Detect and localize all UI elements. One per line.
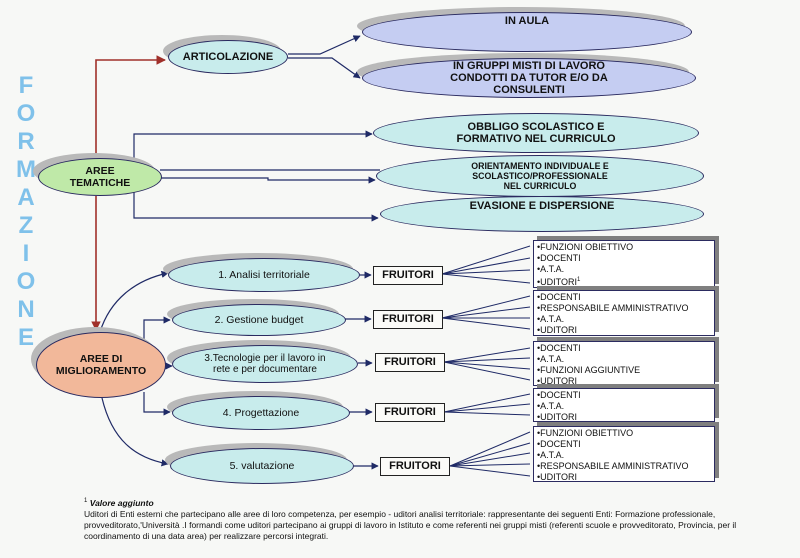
list-item: A.T.A.	[537, 450, 714, 461]
footnote-title: Valore aggiunto	[89, 497, 154, 508]
users-box-3: DOCENTI A.T.A. FUNZIONI AGGIUNTIVE UDITO…	[533, 341, 715, 386]
list-item: DOCENTI	[537, 253, 714, 264]
list-item: UDITORI	[537, 325, 714, 336]
node-in-aula: IN AULA	[362, 12, 692, 52]
vertical-title-letter: Z	[18, 212, 34, 239]
users-box-2: DOCENTI RESPONSABILE AMMINISTRATIVO A.T.…	[533, 290, 715, 336]
node-orientamento: ORIENTAMENTO INDIVIDUALE E SCOLASTICO/PR…	[376, 155, 704, 197]
list-item: FUNZIONI OBIETTIVO	[537, 242, 714, 253]
footnote: 1 Valore aggiunto Uditori di Enti estern…	[84, 496, 789, 542]
area-4-progettazione: 4. Progettazione	[172, 396, 350, 430]
node-aree-tematiche: AREE TEMATICHE	[38, 158, 162, 196]
node-evasione: EVASIONE E DISPERSIONE	[380, 196, 704, 232]
list-item: A.T.A.	[537, 264, 714, 275]
vertical-title-letter: A	[17, 184, 35, 211]
vertical-title-letter: E	[17, 324, 34, 351]
area-1-analisi: 1. Analisi territoriale	[168, 258, 360, 292]
node-aree-miglioramento: AREE DI MIGLIORAMENTO	[36, 332, 166, 398]
node-articolazione: ARTICOLAZIONE	[168, 40, 288, 74]
area-3-tecnologie: 3.Tecnologie per il lavoro in rete e per…	[172, 345, 358, 383]
area-5-valutazione: 5. valutazione	[170, 448, 354, 484]
fruitori-3: FRUITORI	[375, 353, 445, 372]
footnote-marker: 1	[577, 277, 581, 283]
vertical-title-letter: O	[16, 100, 36, 127]
footnote-marker: 1	[84, 498, 88, 504]
list-item: A.T.A.	[537, 314, 714, 325]
list-item: FUNZIONI OBIETTIVO	[537, 428, 714, 439]
list-item: RESPONSABILE AMMINISTRATIVO	[537, 461, 714, 472]
list-item: A.T.A.	[537, 354, 714, 365]
vertical-title-letter: M	[16, 156, 36, 183]
list-item: DOCENTI	[537, 292, 714, 303]
users-box-1: FUNZIONI OBIETTIVO DOCENTI A.T.A. UDITOR…	[533, 240, 715, 288]
area-2-budget: 2. Gestione budget	[172, 304, 346, 336]
vertical-title-letter: I	[22, 240, 30, 267]
list-item: FUNZIONI AGGIUNTIVE	[537, 365, 714, 376]
fruitori-4: FRUITORI	[375, 403, 445, 422]
vertical-title-letter: O	[16, 268, 36, 295]
fruitori-5: FRUITORI	[380, 457, 450, 476]
list-item: A.T.A.	[537, 401, 714, 412]
users-box-5: FUNZIONI OBIETTIVO DOCENTI A.T.A. RESPON…	[533, 426, 715, 482]
footnote-text: Uditori di Enti esterni che partecipano …	[84, 508, 737, 541]
node-obbligo: OBBLIGO SCOLASTICO E FORMATIVO NEL CURRI…	[373, 113, 699, 153]
list-item: UDITORI	[537, 472, 714, 483]
list-item: UDITORI	[537, 376, 714, 387]
node-gruppi-misti: IN GRUPPI MISTI DI LAVORO CONDOTTI DA TU…	[362, 58, 696, 98]
list-item: UDITORI	[537, 412, 714, 423]
vertical-title-letter: R	[17, 128, 35, 155]
list-item: DOCENTI	[537, 390, 714, 401]
users-box-4: DOCENTI A.T.A. UDITORI	[533, 388, 715, 422]
list-item: DOCENTI	[537, 439, 714, 450]
vertical-title-letter: F	[18, 72, 34, 99]
arrow-to-articolazione	[95, 55, 166, 158]
vertical-title-letter: N	[17, 296, 35, 323]
list-item: RESPONSABILE AMMINISTRATIVO	[537, 303, 714, 314]
fruitori-2: FRUITORI	[373, 310, 443, 329]
fruitori-1: FRUITORI	[373, 266, 443, 285]
list-item: UDITORI1	[537, 275, 714, 288]
list-item: DOCENTI	[537, 343, 714, 354]
